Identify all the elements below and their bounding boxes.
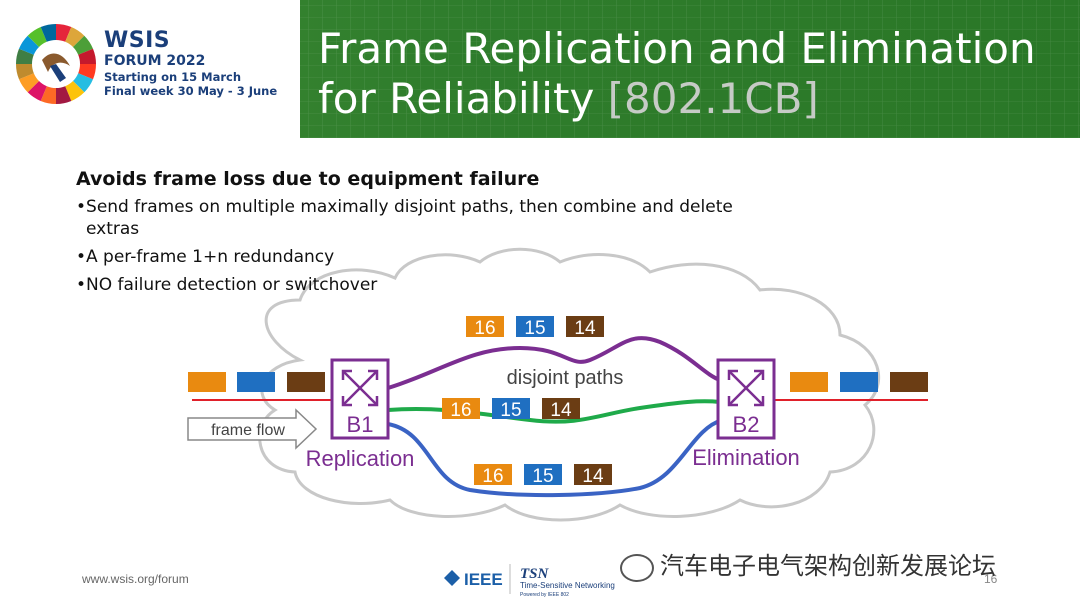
frame-in-orange bbox=[188, 372, 226, 392]
wechat-icon bbox=[620, 553, 654, 582]
tsn-subtitle: Time-Sensitive Networking bbox=[520, 581, 615, 590]
ieee-tsn-logo: IEEE TSN Time-Sensitive Networking Power… bbox=[444, 564, 615, 598]
page-number: 16 bbox=[984, 572, 998, 586]
frame-top-15 bbox=[516, 316, 554, 337]
bridge-b1-label: B1 bbox=[347, 412, 374, 437]
title-line-1: Frame Replication and Elimination bbox=[318, 24, 1036, 73]
disjoint-paths-label: disjoint paths bbox=[507, 367, 624, 389]
sdg-wheel-icon bbox=[15, 23, 97, 105]
frame-out-blue bbox=[840, 372, 878, 392]
tsn-label: TSN bbox=[520, 566, 550, 582]
ieee-diamond-icon bbox=[444, 570, 460, 586]
frame-mid-15 bbox=[492, 398, 530, 419]
frame-top-14-label: 14 bbox=[574, 318, 596, 339]
frame-flow-label: frame flow bbox=[211, 422, 285, 439]
path-purple bbox=[387, 336, 721, 390]
bullet-item: •NO failure detection or switchover bbox=[76, 275, 378, 295]
wsis-logo: WSIS FORUM 2022 Starting on 15 March Fin… bbox=[0, 0, 300, 138]
frame-out-orange bbox=[790, 372, 828, 392]
header-banner: WSIS FORUM 2022 Starting on 15 March Fin… bbox=[0, 0, 1080, 138]
crossed-arrows-icon bbox=[727, 369, 765, 407]
frame-mid-14 bbox=[542, 398, 580, 419]
frame-in-brown bbox=[287, 372, 325, 392]
bullet-item: •A per-frame 1+n redundancy bbox=[76, 247, 335, 267]
title-text-2: for Reliability bbox=[318, 74, 608, 123]
logo-final-week: Final week 30 May - 3 June bbox=[104, 84, 278, 98]
bridge-b2: B2 bbox=[716, 358, 776, 440]
slide-body: Avoids frame loss due to equipment failu… bbox=[76, 168, 776, 302]
path-blue bbox=[387, 418, 723, 498]
frame-top-16 bbox=[466, 316, 504, 337]
frame-mid-15-label: 15 bbox=[500, 400, 521, 421]
title-line-2: for Reliability [802.1CB] bbox=[318, 74, 1036, 124]
frame-bot-14-label: 14 bbox=[582, 466, 604, 487]
frame-bot-15 bbox=[524, 464, 562, 485]
bullet-item: •Send frames on multiple maximally disjo… bbox=[76, 197, 733, 239]
frame-top-16-label: 16 bbox=[474, 318, 495, 339]
bridge-b1: B1 bbox=[330, 358, 390, 440]
footer-url: www.wsis.org/forum bbox=[82, 572, 189, 586]
frame-in-blue bbox=[237, 372, 275, 392]
watermark-text: 汽车电子电气架构创新发展论坛 bbox=[660, 553, 996, 580]
crossed-arrows-icon bbox=[341, 369, 379, 407]
logo-forum: FORUM 2022 bbox=[104, 53, 206, 69]
frame-flow-arrow: frame flow bbox=[187, 408, 318, 450]
replication-label: Replication bbox=[306, 446, 415, 471]
logo-wsis: WSIS bbox=[104, 28, 171, 53]
frame-mid-16 bbox=[442, 398, 480, 419]
frame-mid-16-label: 16 bbox=[450, 400, 471, 421]
title-standard-code: [802.1CB] bbox=[607, 74, 819, 123]
wechat-watermark: 汽车电子电气架构创新发展论坛 bbox=[620, 546, 996, 582]
logo-start-date: Starting on 15 March bbox=[104, 70, 242, 84]
frame-bot-15-label: 15 bbox=[532, 466, 553, 487]
frame-top-14 bbox=[566, 316, 604, 337]
elimination-label: Elimination bbox=[692, 445, 800, 470]
frame-bot-16-label: 16 bbox=[482, 466, 503, 487]
logo-text: WSIS FORUM 2022 Starting on 15 March Fin… bbox=[104, 28, 278, 99]
frame-bot-14 bbox=[574, 464, 612, 485]
section-heading: Avoids frame loss due to equipment failu… bbox=[76, 168, 540, 190]
slide-title: Frame Replication and Elimination for Re… bbox=[318, 24, 1036, 124]
frame-out-brown bbox=[890, 372, 928, 392]
frame-top-15-label: 15 bbox=[524, 318, 545, 339]
network-cloud bbox=[258, 247, 881, 522]
ieee-label: IEEE bbox=[464, 570, 503, 589]
tsn-powered: Powered by IEEE 802 bbox=[520, 592, 569, 598]
frame-mid-14-label: 14 bbox=[550, 400, 572, 421]
frame-bot-16 bbox=[474, 464, 512, 485]
bridge-b2-label: B2 bbox=[733, 412, 760, 437]
